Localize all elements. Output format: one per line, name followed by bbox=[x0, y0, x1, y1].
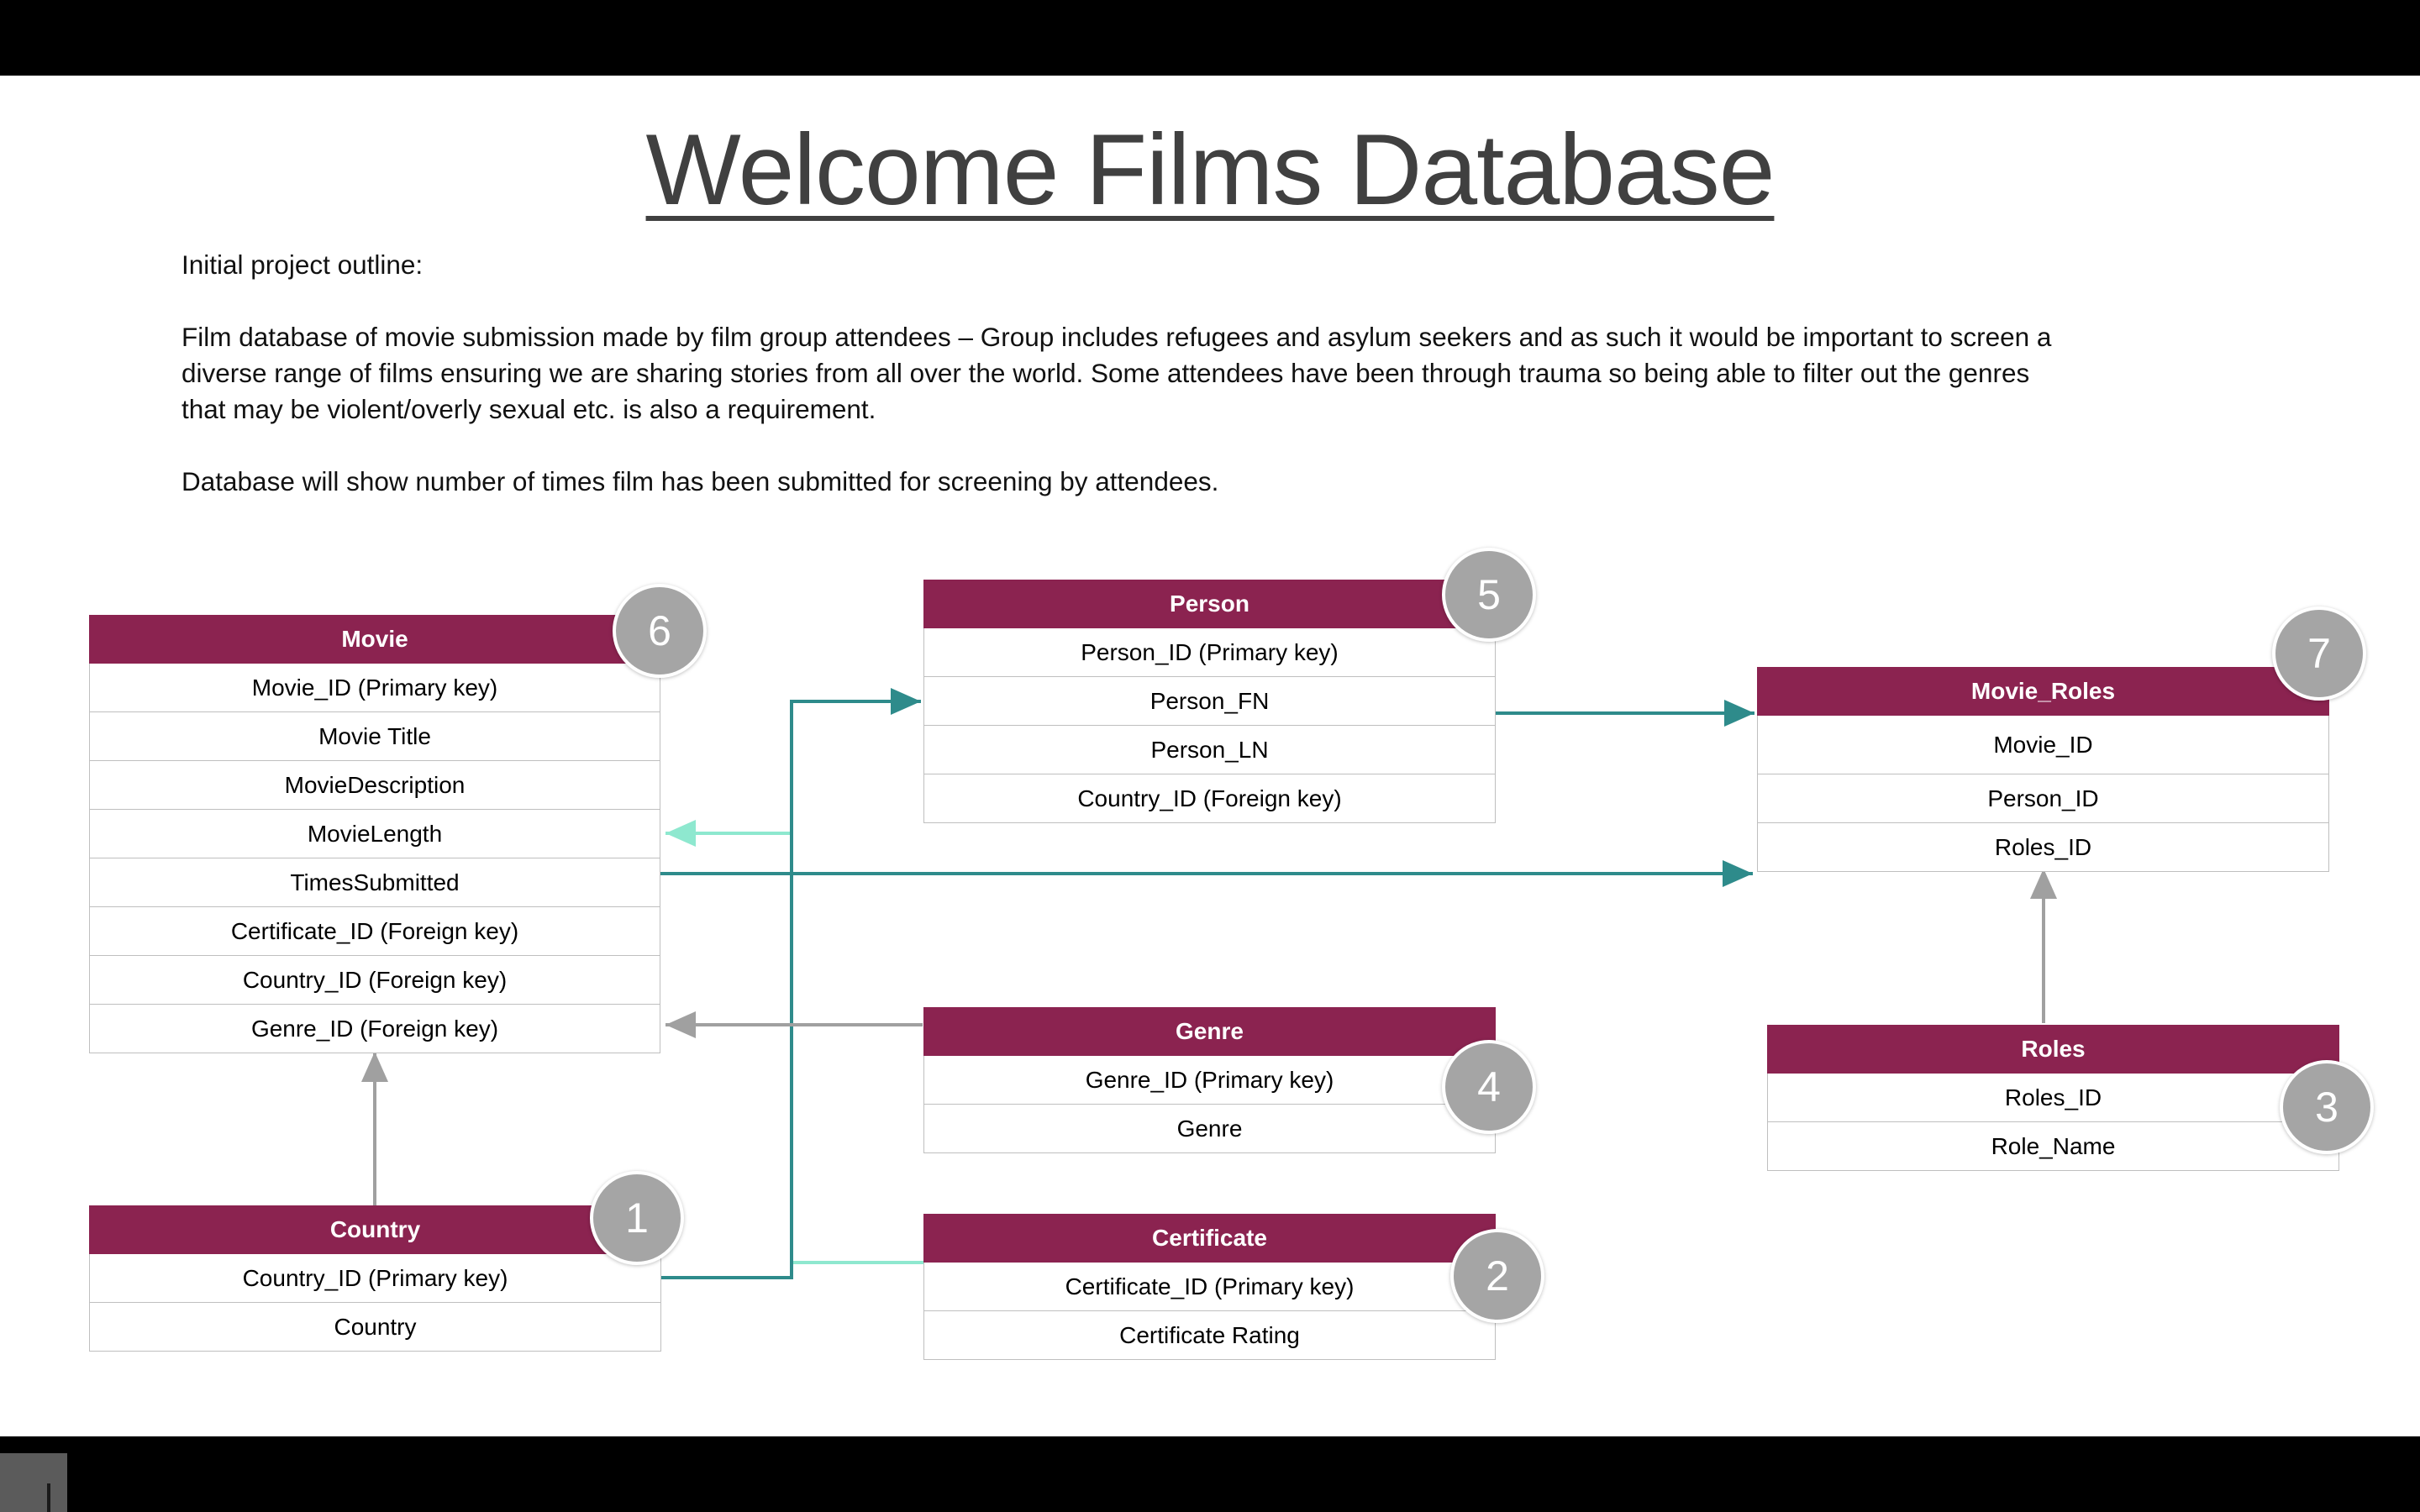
connector-country-person bbox=[660, 688, 921, 1279]
entity-field: Genre bbox=[923, 1105, 1496, 1153]
paragraph-line: that may be violent/overly sexual etc. i… bbox=[182, 394, 876, 424]
entity-field: Country_ID (Foreign key) bbox=[89, 956, 660, 1005]
entity-field: Genre_ID (Foreign key) bbox=[89, 1005, 660, 1053]
paragraph-line: Film database of movie submission made b… bbox=[182, 322, 2052, 352]
submission-note: Database will show number of times film … bbox=[182, 466, 1219, 496]
entity-field: Person_FN bbox=[923, 677, 1496, 726]
entity-person: Person Person_ID (Primary key) Person_FN… bbox=[923, 580, 1496, 823]
badge-movie-roles: 7 bbox=[2272, 606, 2366, 701]
badge-country: 1 bbox=[590, 1171, 684, 1265]
entity-field: Certificate Rating bbox=[923, 1311, 1496, 1360]
entity-movie: Movie Movie_ID (Primary key) Movie Title… bbox=[89, 615, 660, 1053]
entity-header: Roles bbox=[1767, 1025, 2339, 1074]
entity-header: Movie_Roles bbox=[1757, 667, 2329, 716]
outline-heading: Initial project outline: bbox=[182, 249, 424, 280]
entity-header: Certificate bbox=[923, 1214, 1496, 1263]
slide-thumbnail[interactable] bbox=[0, 1453, 67, 1512]
entity-field: Person_LN bbox=[923, 726, 1496, 774]
entity-header: Movie bbox=[89, 615, 660, 664]
entity-roles: Roles Roles_ID Role_Name bbox=[1767, 1025, 2339, 1171]
entity-field: Movie_ID bbox=[1757, 716, 2329, 774]
entity-field: Country bbox=[89, 1303, 661, 1352]
entity-field: Genre_ID (Primary key) bbox=[923, 1056, 1496, 1105]
entity-field: Movie Title bbox=[89, 712, 660, 761]
slide-canvas: Welcome Films Database Initial project o… bbox=[0, 76, 2420, 1436]
entity-field: Person_ID bbox=[1757, 774, 2329, 823]
entity-field: Roles_ID bbox=[1767, 1074, 2339, 1122]
entity-field: Roles_ID bbox=[1757, 823, 2329, 872]
connector-certificate-movie bbox=[666, 820, 924, 1264]
entity-field: Person_ID (Primary key) bbox=[923, 628, 1496, 677]
entity-field: Country_ID (Primary key) bbox=[89, 1254, 661, 1303]
entity-movie-roles: Movie_Roles Movie_ID Person_ID Roles_ID bbox=[1757, 667, 2329, 872]
entity-field: Country_ID (Foreign key) bbox=[923, 774, 1496, 823]
entity-field: MovieLength bbox=[89, 810, 660, 858]
entity-field: MovieDescription bbox=[89, 761, 660, 810]
entity-genre: Genre Genre_ID (Primary key) Genre bbox=[923, 1007, 1496, 1153]
entity-field: Role_Name bbox=[1767, 1122, 2339, 1171]
entity-field: TimesSubmitted bbox=[89, 858, 660, 907]
entity-field: Certificate_ID (Foreign key) bbox=[89, 907, 660, 956]
entity-header: Genre bbox=[923, 1007, 1496, 1056]
entity-field: Movie_ID (Primary key) bbox=[89, 664, 660, 712]
badge-movie: 6 bbox=[613, 584, 707, 678]
entity-header: Person bbox=[923, 580, 1496, 628]
slide-title: Welcome Films Database bbox=[645, 113, 1776, 226]
entity-certificate: Certificate Certificate_ID (Primary key)… bbox=[923, 1214, 1496, 1360]
outline-paragraph: Film database of movie submission made b… bbox=[182, 319, 2232, 428]
entity-country: Country Country_ID (Primary key) Country bbox=[89, 1205, 661, 1352]
paragraph-line: diverse range of films ensuring we are s… bbox=[182, 358, 2030, 388]
relationship-connectors bbox=[361, 688, 2057, 1279]
badge-person: 5 bbox=[1442, 548, 1536, 642]
badge-roles: 3 bbox=[2280, 1060, 2374, 1154]
badge-certificate: 2 bbox=[1450, 1229, 1544, 1323]
badge-genre: 4 bbox=[1442, 1040, 1536, 1134]
entity-header: Country bbox=[89, 1205, 661, 1254]
entity-field: Certificate_ID (Primary key) bbox=[923, 1263, 1496, 1311]
